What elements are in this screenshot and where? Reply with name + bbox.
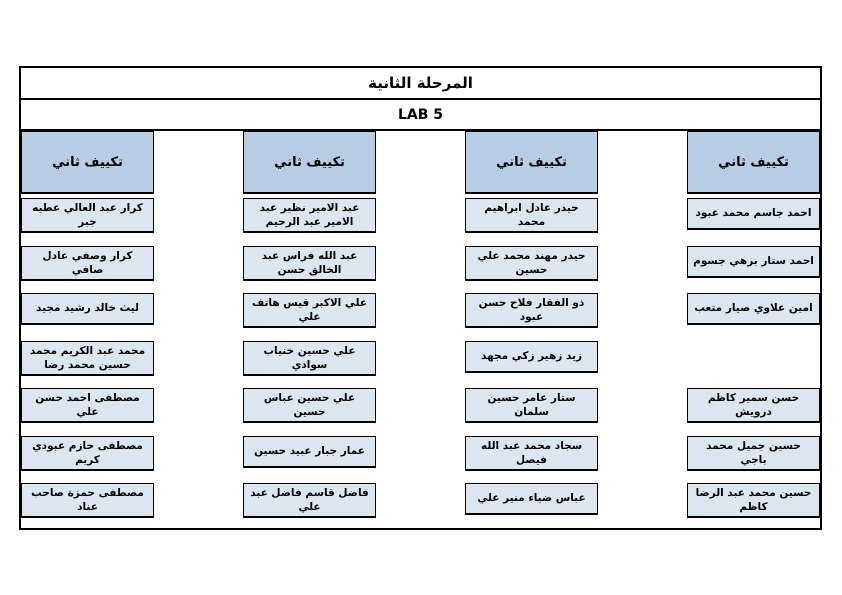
student-cell: حسين محمد عبد الرضا كاظم xyxy=(687,483,820,519)
group-header: تكييف ثاني xyxy=(465,131,598,194)
student-cell: ذو الفقار فلاح حسن عبود xyxy=(465,293,598,329)
student-cell: ستار عامر حسين سلمان xyxy=(465,388,598,424)
student-cell: كرار عبد العالي عطيه جبر xyxy=(21,198,154,234)
student-cell: حيدر عادل ابراهيم محمد xyxy=(465,198,598,234)
student-cell: حيدر مهند محمد علي حسين xyxy=(465,245,598,281)
student-slot: كرار وصفي عادل صافي xyxy=(21,245,154,294)
student-cell: مصطفى حازم عبودي كريم xyxy=(21,435,154,471)
student-slot: كرار عبد العالي عطيه جبر xyxy=(21,198,154,246)
student-cell: عبد الامير نظير عبد الامير عبد الرحيم xyxy=(243,198,376,234)
student-slot: حيدر عادل ابراهيم محمد xyxy=(465,198,598,246)
student-slot: ليث خالد رشيد مجيد xyxy=(21,293,154,341)
student-slot: علي حسين عباس حسين xyxy=(243,388,376,436)
student-cell: فاضل قاسم فاضل عبد علي xyxy=(243,483,376,519)
student-cell: علي حسين عباس حسين xyxy=(243,388,376,424)
student-cell: كرار وصفي عادل صافي xyxy=(21,245,154,281)
stage-title: المرحلة الثانية xyxy=(368,74,473,92)
student-slot: علي حسين خنياب سوادي xyxy=(243,340,376,389)
student-slot: عبد الامير نظير عبد الامير عبد الرحيم xyxy=(243,198,376,246)
student-cell: مصطفى احمد حسن علي xyxy=(21,388,154,424)
student-cell: احمد ستار برهي جسوم xyxy=(687,245,820,278)
student-slot: مصطفى حازم عبودي كريم xyxy=(21,435,154,484)
columns-area: تكييف ثاني احمد جاسم محمد عبود احمد ستار ب… xyxy=(21,131,820,528)
student-cell: امين علاوي صيار متعب xyxy=(687,293,820,325)
student-slot: علي الاكبر قيس هاتف علي xyxy=(243,293,376,341)
student-slot: مصطفى احمد حسن علي xyxy=(21,388,154,436)
student-cell: علي حسين خنياب سوادي xyxy=(243,340,376,376)
lab-label: LAB 5 xyxy=(397,106,444,123)
student-slot: زيد زهير زكي مجهد xyxy=(465,340,598,389)
lab-row: LAB 5 xyxy=(21,100,820,131)
student-cell: علي الاكبر قيس هاتف علي xyxy=(243,293,376,329)
schedule-table: المرحلة الثانية LAB 5 تكييف ثاني احمد جاس… xyxy=(19,66,822,530)
student-slot: احمد جاسم محمد عبود xyxy=(687,198,820,246)
student-slot: ذو الفقار فلاح حسن عبود xyxy=(465,293,598,341)
student-slot: محمد عبد الكريم محمد حسين محمد رضا xyxy=(21,340,154,389)
group-header: تكييف ثاني xyxy=(243,131,376,194)
student-cell: محمد عبد الكريم محمد حسين محمد رضا xyxy=(21,340,154,376)
student-slot: احمد ستار برهي جسوم xyxy=(687,245,820,294)
student-slot: فاضل قاسم فاضل عبد علي xyxy=(243,483,376,531)
student-slot: عباس ضياء منير علي xyxy=(465,483,598,531)
student-slot: سجاد محمد عبد الله فيصل xyxy=(465,435,598,484)
student-slot: عبد الله فراس عبد الخالق حسن xyxy=(243,245,376,294)
student-slot: مصطفى حمزة صاحب عناد xyxy=(21,483,154,531)
column-group-3: تكييف ثاني عبد الامير نظير عبد الامير عبد… xyxy=(243,131,376,528)
student-cell: عمار جبار عبيد حسين xyxy=(243,435,376,468)
student-slot: حسين محمد عبد الرضا كاظم xyxy=(687,483,820,531)
student-slot: امين علاوي صيار متعب xyxy=(687,293,820,341)
student-cell: حسين جميل محمد باجي xyxy=(687,435,820,471)
student-cell: حسن سمير كاظم درويش xyxy=(687,388,820,424)
student-cell: زيد زهير زكي مجهد xyxy=(465,340,598,373)
student-cell: مصطفى حمزة صاحب عناد xyxy=(21,483,154,519)
student-cell: ليث خالد رشيد مجيد xyxy=(21,293,154,325)
student-cell: سجاد محمد عبد الله فيصل xyxy=(465,435,598,471)
column-group-2: تكييف ثاني حيدر عادل ابراهيم محمد حيدر مهن… xyxy=(465,131,598,528)
student-slot xyxy=(687,341,820,389)
student-slot: حيدر مهند محمد علي حسين xyxy=(465,245,598,294)
group-header: تكييف ثاني xyxy=(21,131,154,194)
student-cell: عبد الله فراس عبد الخالق حسن xyxy=(243,245,376,281)
group-header: تكييف ثاني xyxy=(687,131,820,194)
column-group-4: تكييف ثاني كرار عبد العالي عطيه جبر كرار و… xyxy=(21,131,154,528)
student-slot: ستار عامر حسين سلمان xyxy=(465,388,598,436)
student-slot: حسن سمير كاظم درويش xyxy=(687,388,820,436)
column-group-1: تكييف ثاني احمد جاسم محمد عبود احمد ستار ب… xyxy=(687,131,820,528)
student-cell: عباس ضياء منير علي xyxy=(465,483,598,515)
student-slot: عمار جبار عبيد حسين xyxy=(243,435,376,484)
student-slot: حسين جميل محمد باجي xyxy=(687,435,820,484)
student-cell: احمد جاسم محمد عبود xyxy=(687,198,820,230)
stage-title-row: المرحلة الثانية xyxy=(21,68,820,100)
